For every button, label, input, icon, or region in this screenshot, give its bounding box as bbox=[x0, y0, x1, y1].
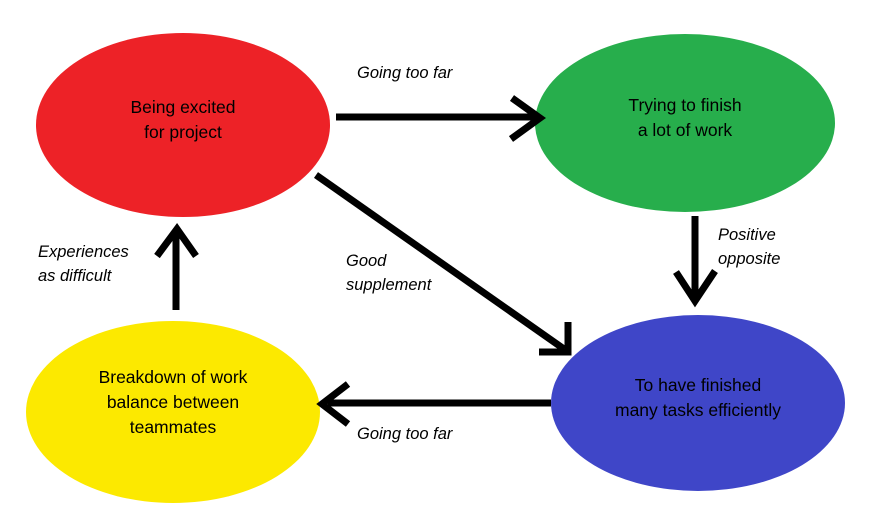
edge-label-breakdown-to-excited: Experiences as difficult bbox=[38, 243, 129, 285]
node-to-have-finished[interactable] bbox=[551, 315, 845, 491]
node-being-excited[interactable] bbox=[36, 33, 330, 217]
edge-arrow-trying-to-finished bbox=[673, 216, 718, 308]
node-trying-to-finish[interactable] bbox=[535, 34, 835, 212]
edge-arrow-excited-to-trying bbox=[336, 95, 546, 142]
edge-label-trying-to-finished: Positive opposite bbox=[718, 226, 781, 268]
edge-arrow-finished-to-breakdown bbox=[316, 381, 551, 427]
edge-arrow-excited-to-finished bbox=[313, 172, 572, 356]
edge-arrow-breakdown-to-excited bbox=[154, 223, 199, 310]
edge-label-excited-to-trying: Going too far bbox=[357, 64, 453, 82]
node-breakdown-of-work[interactable] bbox=[26, 321, 320, 503]
edge-label-excited-to-finished: Good supplement bbox=[346, 252, 432, 294]
edge-label-finished-to-breakdown: Going too far bbox=[357, 425, 453, 443]
